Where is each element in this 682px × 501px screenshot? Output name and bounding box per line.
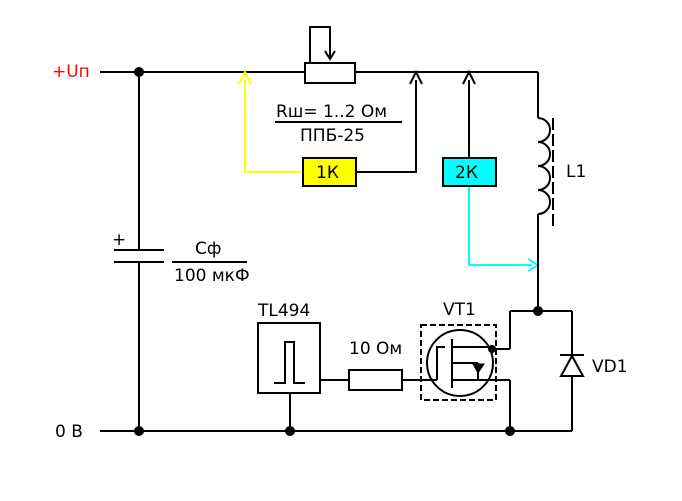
filter-capacitor <box>114 72 247 431</box>
gate-resistor <box>348 369 437 391</box>
shunt-potentiometer <box>304 26 356 84</box>
probe-2-box <box>442 157 497 187</box>
probe-1-wiring <box>238 69 423 173</box>
supply-label: +Uп <box>52 62 90 82</box>
shunt-type-label: ППБ-25 <box>300 126 365 146</box>
transistor-label: VT1 <box>443 300 476 320</box>
inductor-label: L1 <box>566 162 586 182</box>
inductor-l1 <box>537 117 554 311</box>
mosfet-arrow-icon <box>472 363 485 374</box>
gate-resistor-label: 10 Ом <box>349 339 402 359</box>
probe-2-label: 2К <box>455 163 478 183</box>
junction-dots <box>134 67 543 436</box>
capacitor-value: 100 мкФ <box>174 266 250 286</box>
wiper-arrow-icon <box>324 50 336 61</box>
probe-1-box <box>302 157 357 187</box>
tl494-controller <box>257 322 349 431</box>
diode-label: VD1 <box>592 357 628 377</box>
diode-vd1 <box>559 311 585 431</box>
shunt-resistance-label: Rш= 1..2 Ом <box>276 102 387 122</box>
mosfet-vt1 <box>420 310 572 431</box>
ground-label: 0 В <box>55 422 83 442</box>
controller-label: TL494 <box>257 301 310 321</box>
capacitor-name: Сф <box>195 239 221 259</box>
probe-1-label: 1К <box>316 163 339 183</box>
capacitor-polarity: + <box>112 230 126 250</box>
